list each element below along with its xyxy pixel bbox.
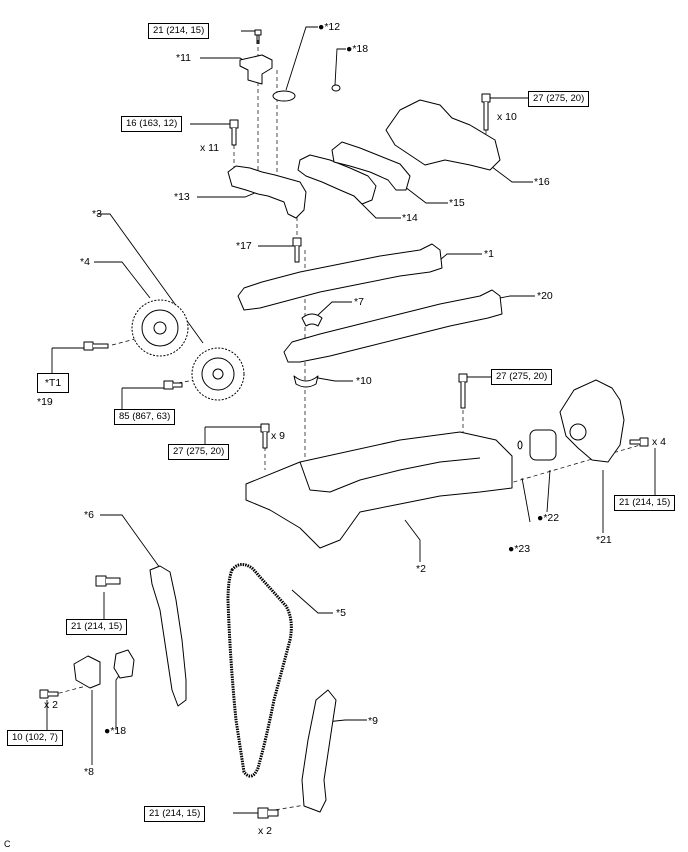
bolt-top-icon — [254, 29, 262, 44]
bolt-19-icon — [83, 341, 109, 351]
bolt-x9-icon — [260, 423, 270, 449]
bearing-cap-15-shape — [331, 141, 411, 191]
bearing-cap-13-shape — [227, 165, 307, 219]
label-part-17: *17 — [236, 240, 252, 252]
bolt-x2-bottom-icon — [257, 807, 279, 819]
label-part-6: *6 — [84, 509, 94, 521]
label-part-20: *20 — [537, 290, 553, 302]
camshaft-20-shape — [283, 289, 503, 363]
corner-code: C — [4, 839, 11, 849]
torque-box-top: 21 (214, 15) — [148, 23, 210, 39]
label-part-19: *19 — [37, 396, 53, 408]
tensioner-8-shape — [73, 655, 101, 689]
bearing-10-shape — [293, 375, 319, 388]
gasket-18-lower-shape — [113, 649, 135, 679]
label-part-12: ●*12 — [318, 21, 341, 33]
chain-guide-9-shape — [301, 689, 337, 813]
qty-x2-left: x 2 — [44, 699, 59, 711]
label-part-10: *10 — [356, 375, 372, 387]
torque-box-21-left: 21 (214, 15) — [66, 619, 128, 635]
label-part-2: *2 — [416, 563, 426, 575]
label-part-11: *11 — [176, 52, 191, 64]
label-part-3: *3 — [92, 208, 102, 220]
label-part-1: *1 — [484, 248, 494, 260]
bolt-85-icon — [163, 380, 183, 390]
label-part-16: *16 — [534, 176, 550, 188]
vacuum-pump-21-shape — [559, 379, 625, 463]
torque-box-16: 16 (163, 12) — [121, 116, 183, 132]
bracket-11-shape — [239, 54, 273, 85]
bolt-x4-icon — [629, 437, 649, 447]
qty-x9: x 9 — [271, 430, 286, 442]
torque-box-21-right: 21 (214, 15) — [614, 495, 676, 511]
torque-box-27-mid: 27 (275, 20) — [168, 444, 230, 460]
bolt-16-icon — [229, 119, 239, 146]
washer-18-shape — [331, 84, 341, 92]
bolt-x10-icon — [481, 93, 491, 131]
label-part-5: *5 — [336, 607, 346, 619]
label-part-15: *15 — [449, 197, 465, 209]
cam-housing-2-shape — [245, 431, 513, 549]
label-part-14: *14 — [402, 212, 418, 224]
bearing-cap-14-shape — [297, 154, 377, 205]
torque-box-21-bottom: 21 (214, 15) — [144, 806, 206, 822]
bearing-7-shape — [301, 313, 323, 327]
o-ring-23-shape — [517, 440, 523, 450]
qty-x4: x 4 — [652, 436, 667, 448]
label-part-23: ●*23 — [508, 543, 531, 555]
label-part-22: ●*22 — [537, 512, 560, 524]
bolt-21-left-icon — [95, 575, 121, 587]
bolt-27-icon — [458, 373, 468, 409]
washer-12-shape — [272, 90, 296, 102]
label-part-9: *9 — [368, 715, 378, 727]
tool-label-t1: *T1 — [37, 373, 69, 393]
torque-box-27-right: 27 (275, 20) — [491, 369, 553, 385]
label-part-21: *21 — [596, 534, 612, 546]
label-part-7: *7 — [354, 296, 364, 308]
torque-box-85: 85 (867, 63) — [114, 409, 176, 425]
label-part-18-top: ●*18 — [346, 43, 369, 55]
timing-chain-5-shape — [226, 563, 293, 778]
label-part-13: *13 — [174, 191, 190, 203]
torque-box-10: 10 (102, 7) — [7, 730, 63, 746]
gasket-22-shape — [529, 429, 557, 461]
torque-box-27-top: 27 (275, 20) — [528, 91, 590, 107]
label-part-18-bottom: ●*18 — [104, 725, 127, 737]
label-part-4: *4 — [80, 256, 90, 268]
label-part-8: *8 — [84, 766, 94, 778]
cam-housing-16-shape — [385, 99, 501, 171]
qty-x10: x 10 — [497, 111, 517, 123]
camshaft-1-shape — [237, 243, 443, 311]
chain-guide-6-shape — [149, 565, 187, 707]
bolt-17-icon — [292, 237, 302, 263]
qty-x11: x 11 — [200, 142, 220, 154]
qty-x2-bottom: x 2 — [258, 825, 273, 837]
bolt-x2-left-icon — [39, 689, 59, 699]
